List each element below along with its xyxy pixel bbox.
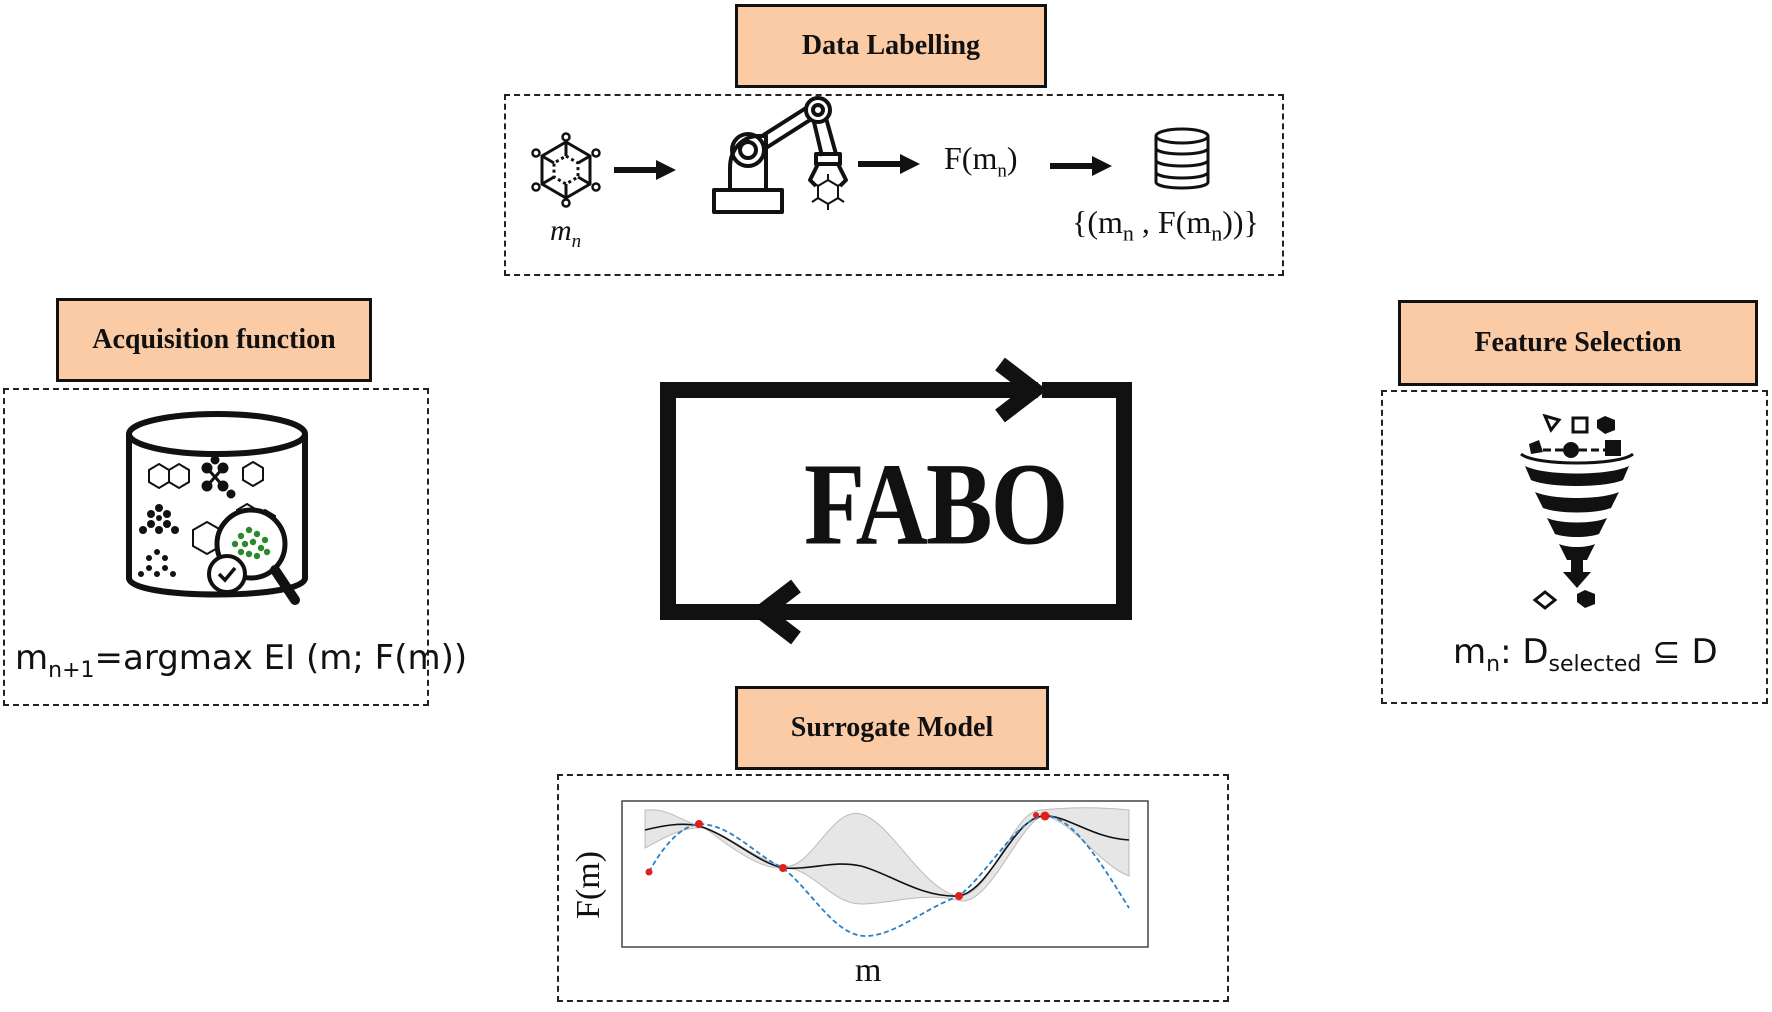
feature-selection-label: Feature Selection: [1398, 300, 1758, 386]
arrow-left-icon: [748, 579, 801, 645]
data-labelling-panel: mn: [504, 94, 1284, 276]
arrow-right-icon: [995, 357, 1048, 423]
arrow-right-icon: [1050, 156, 1112, 176]
arrow-right-icon: [858, 154, 920, 174]
function-value: F(mn): [944, 140, 1018, 182]
molecule-sub: n: [571, 231, 582, 252]
loop-diagram: [660, 357, 1132, 645]
surrogate-panel: F(m) m: [557, 774, 1229, 1002]
x-axis-label: m: [855, 952, 882, 989]
arrow-right-icon: [614, 160, 676, 180]
acquisition-function-label: Acquisition function: [56, 298, 372, 382]
center-title: FABO: [804, 438, 1068, 570]
molecule-var: mn: [550, 214, 582, 252]
acquisition-panel: mn+1=argmax EI (m; F(m)): [3, 388, 467, 706]
robot-arm-icon: [712, 96, 848, 214]
dataset-set: {(mn , F(mn))}: [1072, 204, 1259, 246]
feature-selection-panel: mn: Dselected ⊆ D: [1381, 390, 1768, 704]
database-icon: [1154, 127, 1210, 190]
surrogate-model-label: Surrogate Model: [735, 686, 1049, 770]
funnel-icon: [1520, 413, 1634, 610]
molecule-icon: [531, 132, 601, 208]
feature-selection-formula: mn: Dselected ⊆ D: [1453, 632, 1718, 677]
data-labelling-label: Data Labelling: [735, 4, 1047, 88]
acquisition-formula: mn+1=argmax EI (m; F(m)): [15, 638, 468, 683]
surrogate-plot: [621, 800, 1149, 948]
molecule-database-icon: [126, 411, 308, 605]
y-axis-label: F(m): [570, 851, 607, 919]
